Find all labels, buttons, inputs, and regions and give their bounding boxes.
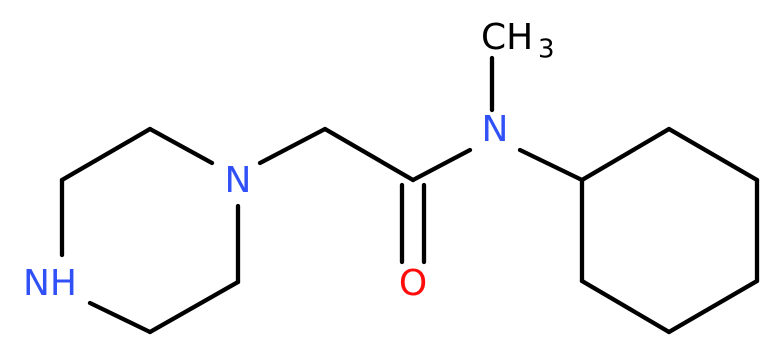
bond-piperazine-1	[147, 126, 215, 166]
bond-piperazine-2	[59, 126, 153, 183]
bond-n-cyclohexyl	[517, 147, 585, 183]
atom-n-piperazine: N	[225, 160, 252, 201]
bond-piperazine-4	[87, 300, 153, 335]
bond-piperazine-5	[147, 279, 241, 335]
atom-n-amide: N	[482, 109, 509, 150]
bond-cyclohexane-1	[579, 126, 672, 183]
atom-o-carbonyl: O	[399, 263, 427, 304]
bond-n-ch2	[257, 126, 328, 166]
amide-chain	[257, 55, 585, 265]
bond-carbonyl-n	[410, 147, 473, 183]
bond-cyclohexane-2	[666, 126, 760, 183]
bond-ch2-carbonyl	[322, 126, 416, 183]
bond-cyclohexane-5	[579, 278, 672, 335]
bond-cyclohexane-4	[666, 278, 760, 335]
methyl-group: CH 3	[481, 17, 555, 65]
cyclohexane-ring	[579, 126, 760, 335]
atom-nh-piperazine: NH	[23, 263, 77, 304]
atom-methyl-subscript: 3	[538, 35, 555, 65]
piperazine-ring	[59, 126, 241, 335]
atom-methyl-ch: CH	[481, 17, 533, 58]
